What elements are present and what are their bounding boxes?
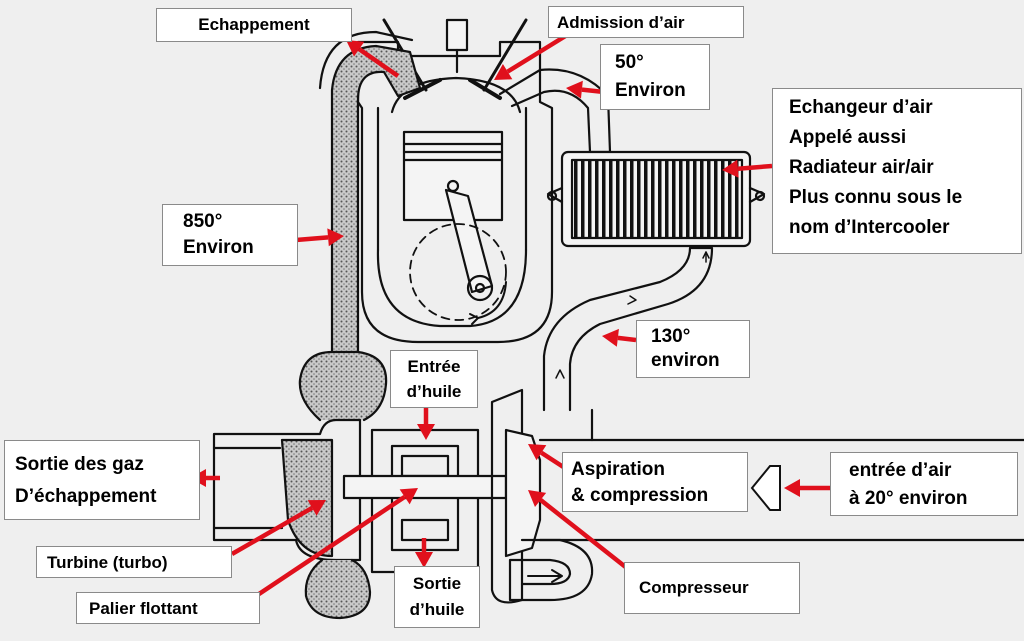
turbo-shaft xyxy=(342,474,508,500)
arrow-admission-head xyxy=(494,63,513,80)
cylinder xyxy=(376,106,528,252)
air-inlet-arrow xyxy=(750,465,781,511)
exhaust-valve-head xyxy=(403,78,442,100)
compressor-wheel xyxy=(504,428,542,558)
turbine-volute-bottom xyxy=(304,558,372,620)
label-palier-text: Palier flottant xyxy=(89,599,198,618)
arrow-echappement-shaft xyxy=(357,47,400,78)
label-sortie-huile-line2: d’huile xyxy=(409,600,465,619)
label-temp-130: 130° environ xyxy=(636,320,750,378)
label-echangeur: Echangeur d’air Appelé aussi Radiateur a… xyxy=(772,88,1022,254)
label-entree-huile-line1: Entrée xyxy=(407,357,461,376)
intercooler-core xyxy=(570,158,744,240)
label-sortie-huile-line1: Sortie xyxy=(412,574,462,593)
crank-circle xyxy=(409,223,507,321)
label-sortie-gaz: Sortie des gaz D’échappement xyxy=(4,440,200,520)
label-entree-huile: Entrée d’huile xyxy=(390,350,478,408)
label-echangeur-line3: Radiateur air/air xyxy=(789,157,934,178)
arrow-echappement-head xyxy=(346,40,365,57)
arrow-temp-130-shaft xyxy=(617,335,637,343)
arrow-palier-head xyxy=(399,488,418,505)
label-echangeur-line2: Appelé aussi xyxy=(789,127,907,148)
arrow-entree-huile-head xyxy=(417,424,435,440)
label-aspiration: Aspiration & compression xyxy=(562,452,748,512)
engine-block xyxy=(356,40,554,344)
crank-pin xyxy=(466,274,494,302)
label-entree-air: entrée d’air à 20° environ xyxy=(830,452,1018,516)
arrow-admission-shaft xyxy=(506,30,574,74)
label-temp-850: 850° Environ xyxy=(162,204,298,266)
arrow-aspiration-head xyxy=(528,444,547,461)
spark-plug xyxy=(445,18,469,52)
arrow-echangeur-shaft xyxy=(737,163,773,171)
arrow-temp-130-head xyxy=(602,328,619,347)
label-palier: Palier flottant xyxy=(76,592,260,624)
label-sortie-huile: Sortie d’huile xyxy=(394,566,480,628)
label-echangeur-line5: nom d’Intercooler xyxy=(789,217,950,238)
label-sortie-gaz-line2: D’échappement xyxy=(15,486,157,507)
label-compresseur-text: Compresseur xyxy=(639,578,749,597)
label-temp-850-line1: 850° xyxy=(183,211,223,232)
label-temp-130-line1: 130° xyxy=(651,326,691,347)
exhaust-pipe xyxy=(330,44,422,362)
arrow-entree-air-head xyxy=(784,479,800,497)
turbine-hot-gas xyxy=(280,438,334,558)
intake-valve-stem xyxy=(482,18,528,92)
label-echappement-text: Echappement xyxy=(198,15,310,34)
label-entree-huile-line2: d’huile xyxy=(406,382,462,401)
compressor-outlet xyxy=(508,538,594,602)
label-echangeur-line1: Echangeur d’air xyxy=(789,97,933,118)
label-turbine-text: Turbine (turbo) xyxy=(47,553,168,572)
arrow-compresseur-head xyxy=(528,490,547,507)
arrow-temp-850-head xyxy=(327,228,344,247)
label-temp-50-line1: 50° xyxy=(615,52,644,73)
label-temp-50: 50° Environ xyxy=(600,44,710,110)
label-temp-50-line2: Environ xyxy=(615,80,686,101)
turbine-volute-top xyxy=(298,350,388,422)
label-aspiration-line2: & compression xyxy=(571,485,709,506)
label-aspiration-line1: Aspiration xyxy=(571,459,665,480)
label-temp-130-line2: environ xyxy=(651,350,720,371)
arrow-turbine-head xyxy=(307,500,326,516)
arrow-turbine-shaft xyxy=(230,506,314,556)
arrow-temp-850-shaft xyxy=(295,235,329,243)
label-temp-850-line2: Environ xyxy=(183,237,254,258)
label-admission-text: Admission d’air xyxy=(557,13,685,32)
arrow-echangeur-head xyxy=(722,159,739,178)
crankcase xyxy=(376,248,528,328)
label-entree-air-line1: entrée d’air xyxy=(849,460,952,481)
turbine-housing xyxy=(212,418,362,562)
label-echangeur-line4: Plus connu sous le xyxy=(789,187,963,208)
label-admission: Admission d’air xyxy=(548,6,744,38)
intake-valve-head xyxy=(468,78,502,100)
label-turbine: Turbine (turbo) xyxy=(36,546,232,578)
label-compresseur: Compresseur xyxy=(624,562,800,614)
arrow-sortie-huile-head xyxy=(415,552,433,568)
label-entree-air-line2: à 20° environ xyxy=(849,488,968,509)
intake-pipe xyxy=(498,68,612,154)
arrow-temp-50-head xyxy=(566,80,583,99)
label-sortie-gaz-line1: Sortie des gaz xyxy=(15,454,144,475)
arrow-palier-shaft xyxy=(254,495,406,598)
charge-air-pipe xyxy=(542,246,714,412)
label-echappement: Echappement xyxy=(156,8,352,42)
air-intake-duct xyxy=(538,438,1024,542)
